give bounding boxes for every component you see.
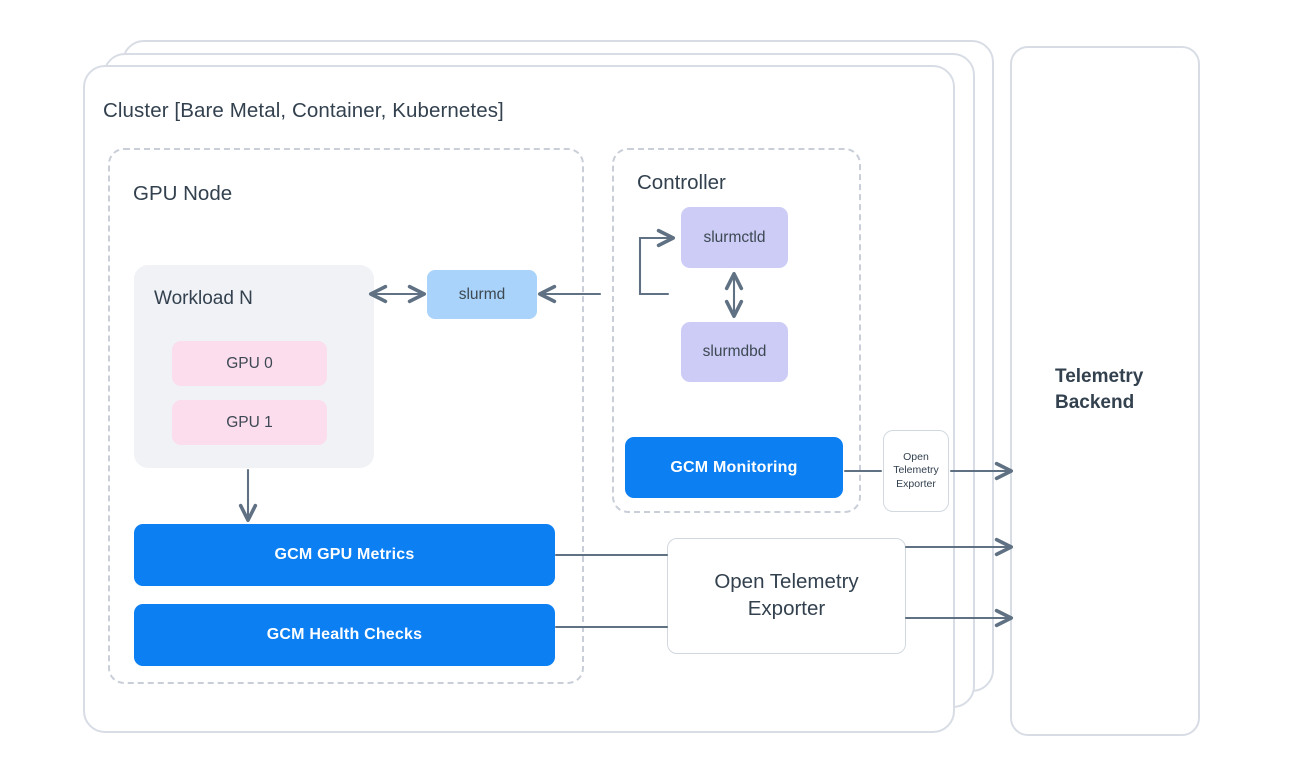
node-slurmctld[interactable]: slurmctld [681,207,788,268]
exporter-small-line-2: Telemetry [893,464,939,477]
workload-label: Workload N [154,288,253,309]
node-gcm-gpu-metrics[interactable]: GCM GPU Metrics [134,524,555,586]
group-controller [612,148,861,513]
cluster-title: Cluster [Bare Metal, Container, Kubernet… [103,99,504,122]
gpu-node-0[interactable]: GPU 0 [172,341,327,386]
node-gcm-health-checks[interactable]: GCM Health Checks [134,604,555,666]
node-gcm-monitoring[interactable]: GCM Monitoring [625,437,843,498]
exporter-large-line-1: Open Telemetry [714,570,859,594]
gpu-node-1[interactable]: GPU 1 [172,400,327,445]
telemetry-backend-line-2: Backend [1055,391,1135,413]
exporter-large-line-2: Exporter [747,597,826,620]
group-gpu-node [108,148,584,684]
panel-telemetry-backend [1010,46,1200,736]
node-open-telemetry-exporter[interactable]: Open Telemetry Exporter [667,538,906,654]
node-slurmdbd[interactable]: slurmdbd [681,322,788,382]
node-slurmd[interactable]: slurmd [427,270,537,319]
group-gpu-node-label: GPU Node [133,182,233,205]
telemetry-backend-label: Telemetry Backend [1055,364,1143,415]
telemetry-backend-line-1: Telemetry [1055,366,1144,387]
exporter-small-line-1: Open [903,450,929,463]
group-controller-label: Controller [637,171,726,194]
exporter-small-line-3: Exporter [896,477,936,490]
node-open-telemetry-exporter-small[interactable]: Open Telemetry Exporter [883,430,949,512]
